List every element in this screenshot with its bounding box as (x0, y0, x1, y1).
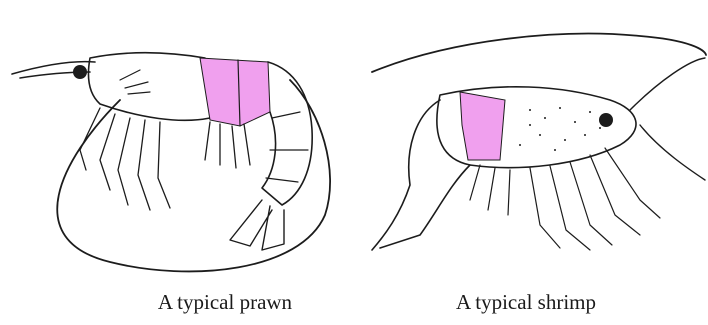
prawn-segment-line-4 (266, 178, 298, 182)
prawn-abdomen (262, 62, 312, 205)
prawn-mouthparts (120, 70, 150, 94)
prawn-carapace (88, 53, 210, 121)
prawn-highlight-segment (200, 58, 270, 126)
prawn-drawing (12, 53, 330, 272)
shrimp-abdomen (372, 100, 470, 250)
prawn-segment-line-2 (272, 112, 300, 118)
prawn-tail-fan (230, 200, 284, 250)
shrimp-antenna-long (372, 34, 706, 72)
shrimp-caption: A typical shrimp (456, 290, 596, 315)
prawn-eye (73, 65, 87, 79)
prawn-caption: A typical prawn (158, 290, 292, 315)
shrimp-texture (519, 107, 601, 151)
shrimp-highlight-segment (460, 92, 505, 160)
shrimp-eye (599, 113, 613, 127)
shrimp-antenna-short (630, 58, 705, 180)
shrimp-drawing (372, 34, 706, 250)
prawn-antenna (57, 80, 330, 271)
